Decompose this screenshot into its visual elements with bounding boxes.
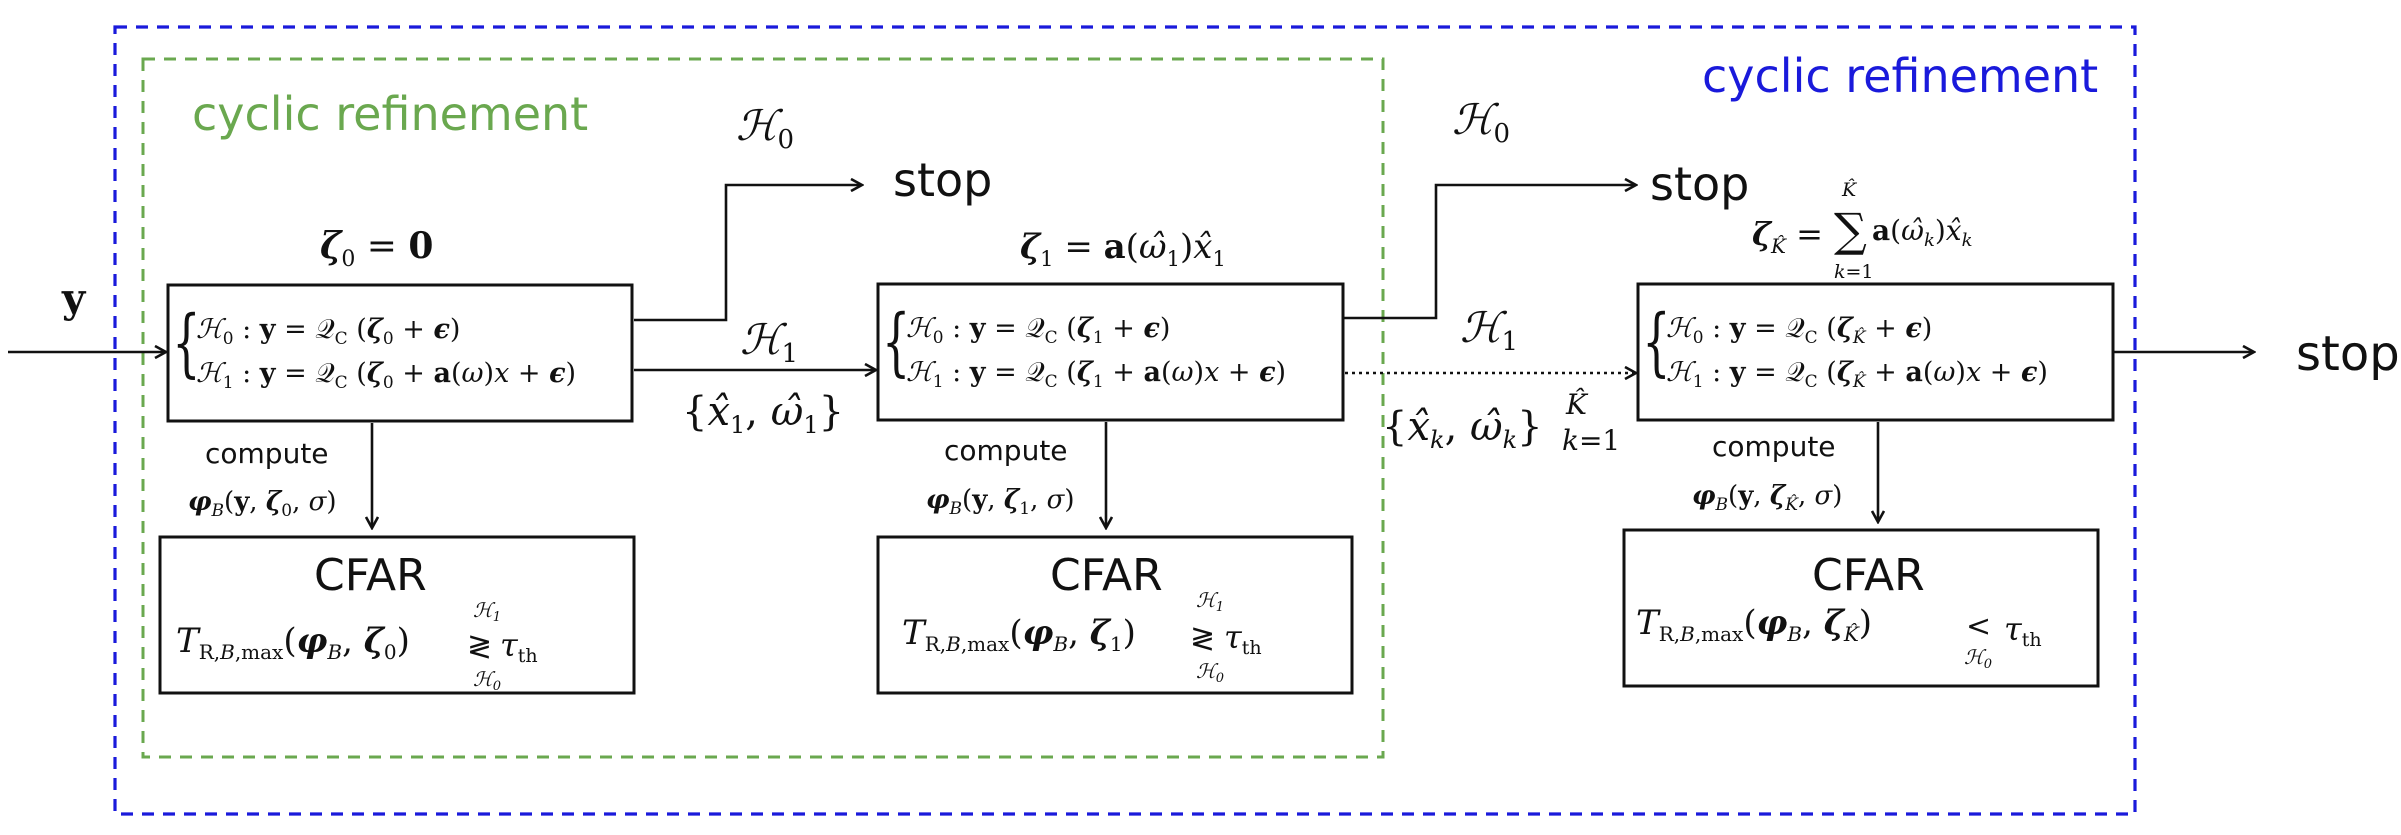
estimateK-subscript: k=1 (1562, 424, 1620, 457)
stageK-sum-bottom: k=1 (1834, 261, 1874, 283)
outer-refinement-label: cyclic refinement (1702, 49, 2098, 103)
stageK-zeta: ζK̂ = (1752, 215, 1823, 258)
stageK-cfar-title: CFAR (1812, 550, 1925, 601)
stage1-h0-arrow (634, 185, 862, 322)
stage1-brace: { (172, 300, 200, 386)
stage1-stop: stop (893, 153, 992, 207)
input-y-label: y (61, 275, 87, 322)
stageK-cfar-less: < (1966, 609, 1991, 644)
stage2-cfar-title: CFAR (1050, 550, 1163, 601)
inner-refinement-label: cyclic refinement (192, 87, 588, 141)
stage2-cfar-tau: τth (1224, 618, 1262, 659)
stageK-hyp1: ℋ1 : y = 𝒬C (ζK̂ + a(ω)x + ϵ) (1666, 357, 2048, 392)
stage1-h1-label: ℋ1 (740, 315, 798, 369)
stage1-cfar-test: TR,B,max(φB, ζ0) (176, 621, 410, 664)
stage2-h1-label: ℋ1 (1460, 303, 1518, 357)
stage1-cfar-gtrless: ≷ (467, 629, 492, 664)
stageK-sum: ∑ (1834, 203, 1867, 257)
final-stop: stop (2296, 326, 2400, 382)
stageK-hypothesis-box (1636, 282, 2115, 422)
stage2-hypothesis-box (876, 282, 1345, 422)
stage2-h0-label: ℋ0 (1452, 95, 1510, 149)
stage2-zeta: ζ1 = a(ω̂1)x̂1 (1020, 227, 1226, 271)
stage2-hyp1: ℋ1 : y = 𝒬C (ζ1 + a(ω)x + ϵ) (906, 357, 1286, 392)
stage2-cfar-gtrless: ≷ (1190, 621, 1215, 656)
stage1-hyp0: ℋ0 : y = 𝒬C (ζ0 + ϵ) (196, 314, 460, 349)
stage1-cfar-tau: τth (500, 626, 538, 667)
stageK-phi: φB(y, ζK̂, σ) (1692, 481, 1842, 515)
stageK-compute-label: compute (1712, 430, 1836, 463)
stageK-sum-term: a(ω̂k)x̂k (1872, 214, 1973, 251)
stage2-phi: φB(y, ζ1, σ) (926, 485, 1075, 519)
stage1-zeta: ζ0 = 0 (320, 225, 433, 272)
stageK-cfar-box (1622, 528, 2100, 688)
stage1-cfar-box (158, 535, 636, 695)
stage2-cfar-box (876, 535, 1354, 695)
estimateK-label: {x̂k, ω̂k} (1382, 404, 1543, 454)
stage2-compute-label: compute (944, 434, 1068, 467)
outer-refinement-frame (113, 25, 2137, 816)
stageK-cfar-tau: τth (2004, 610, 2042, 651)
stage2-brace: { (882, 299, 910, 385)
stageK-brace: { (1642, 299, 1670, 385)
stage1-compute-label: compute (205, 437, 329, 470)
stage2-hyp0: ℋ0 : y = 𝒬C (ζ1 + ϵ) (906, 313, 1170, 348)
stageK-hyp0: ℋ0 : y = 𝒬C (ζK̂ + ϵ) (1666, 313, 1932, 348)
stage2-stop: stop (1650, 157, 1749, 211)
stage1-cfar-title: CFAR (314, 550, 427, 601)
stage1-phi: φB(y, ζ0, σ) (188, 487, 337, 521)
stage1-hyp1: ℋ1 : y = 𝒬C (ζ0 + a(ω)x + ϵ) (196, 358, 576, 393)
stage1-hypothesis-box (166, 283, 634, 423)
stage2-cfar-test: TR,B,max(φB, ζ1) (902, 613, 1136, 656)
estimate1-label: {x̂1, ω̂1} (682, 389, 844, 439)
stageK-cfar-test: TR,B,max(φB, ζK̂) (1636, 603, 1872, 646)
estimateK-superscript: K̂ (1565, 388, 1589, 421)
inner-refinement-frame (141, 57, 1385, 759)
stageK-sum-top: K̂ (1841, 179, 1858, 201)
stage2-h0-arrow (1344, 185, 1636, 320)
stage1-h0-label: ℋ0 (736, 101, 794, 155)
